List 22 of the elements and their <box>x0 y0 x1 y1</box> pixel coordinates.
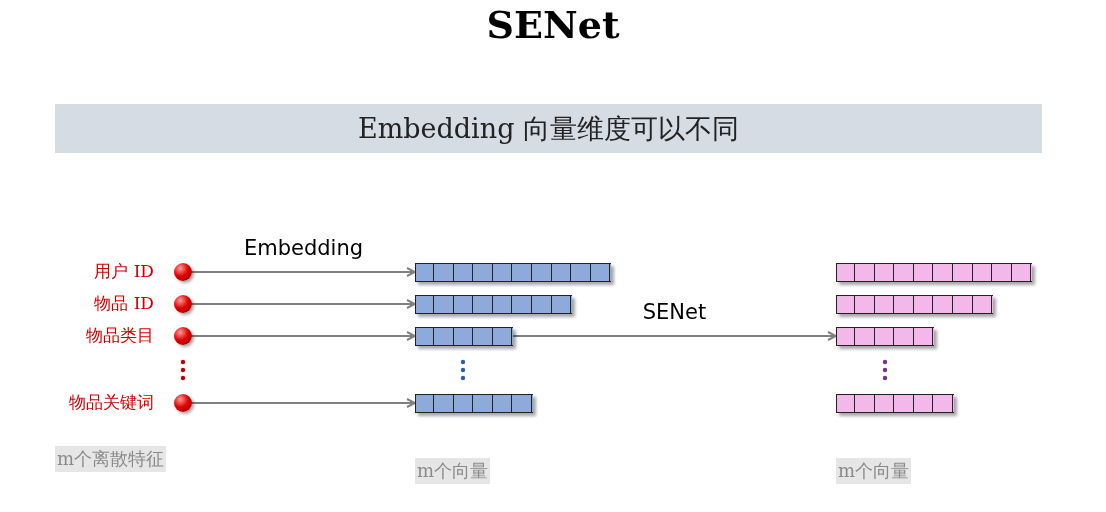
feature-label: 物品 ID <box>94 292 154 315</box>
vector-bar <box>415 326 513 346</box>
feature-label: 物品关键词 <box>69 391 154 414</box>
vector-bar <box>415 393 533 413</box>
arrow <box>513 331 837 341</box>
arrow <box>192 331 416 341</box>
arrow <box>192 267 416 277</box>
vector-bar <box>836 294 993 314</box>
arrow <box>192 299 416 309</box>
vector-bar <box>836 262 1032 282</box>
caption: m个向量 <box>415 458 491 484</box>
heading-band: Embedding 向量维度可以不同 <box>55 104 1042 153</box>
caption: m个离散特征 <box>55 446 167 472</box>
vector-bar <box>415 262 611 282</box>
caption: m个向量 <box>836 458 912 484</box>
vector-bar <box>415 294 572 314</box>
feature-label: 物品类目 <box>86 324 154 347</box>
feature-label: 用户 ID <box>94 260 154 283</box>
arrow <box>192 398 416 408</box>
vector-bar <box>836 326 934 346</box>
vector-bar <box>836 393 954 413</box>
title: SENet <box>485 2 621 47</box>
